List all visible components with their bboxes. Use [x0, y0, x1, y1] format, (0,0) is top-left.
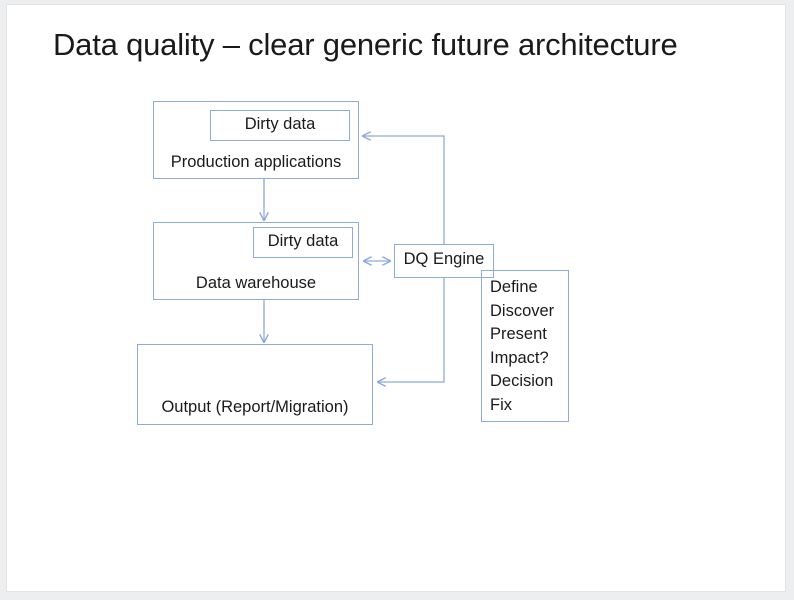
node-dirty-data-warehouse-label: Dirty data — [267, 232, 339, 250]
dq-step-item: Discover — [490, 301, 555, 320]
connector-dq-engine-to-production — [363, 136, 445, 244]
node-dirty-data-production[interactable]: Dirty data — [210, 110, 350, 141]
node-data-warehouse[interactable]: Data warehouse — [153, 222, 359, 300]
connector-layer — [7, 5, 445, 592]
node-output-label: Output (Report/Migration) — [161, 398, 349, 416]
node-production-applications[interactable]: Production applications — [153, 101, 359, 179]
page-title: Data quality – clear generic future arch… — [53, 27, 678, 62]
node-dirty-data-warehouse[interactable]: Dirty data — [253, 227, 353, 258]
dq-step-item: Fix — [490, 395, 512, 414]
node-production-applications-label: Production applications — [170, 153, 342, 171]
dq-step-item: Define — [490, 278, 538, 296]
slide-canvas: Data quality – clear generic future arch… — [6, 4, 786, 592]
node-dq-engine[interactable]: DQ Engine — [394, 244, 494, 278]
dq-step-item: Present — [490, 325, 547, 343]
node-dirty-data-production-label: Dirty data — [244, 115, 316, 133]
node-output[interactable]: Output (Report/Migration) — [137, 344, 373, 425]
connector-dq-engine-to-output — [378, 278, 445, 382]
node-data-warehouse-label: Data warehouse — [195, 274, 317, 292]
dq-step-item: Decision — [490, 372, 554, 390]
node-dq-engine-label: DQ Engine — [403, 250, 485, 268]
dq-step-item: Impact? — [490, 348, 549, 367]
